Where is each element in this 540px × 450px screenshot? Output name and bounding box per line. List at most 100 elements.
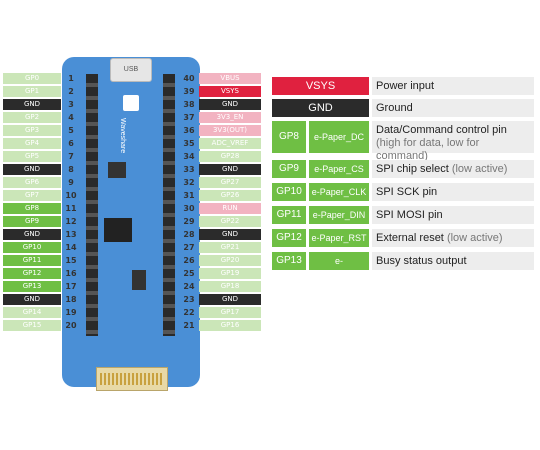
pin-number: 39	[183, 87, 195, 96]
legend-description: SPI SCK pin	[376, 186, 534, 199]
pin-label: GND	[199, 229, 261, 240]
pin-number: 29	[183, 217, 195, 226]
chip	[104, 218, 132, 242]
legend-signal: GND	[272, 99, 369, 117]
legend-description: Busy status output	[376, 255, 534, 268]
pin-label: GP12	[3, 268, 61, 279]
pin-number: 37	[183, 113, 195, 122]
legend-signal: VSYS	[272, 77, 369, 95]
pin-label: GP14	[3, 307, 61, 318]
legend-desc-bg	[372, 229, 534, 247]
pin-label: GP26	[199, 190, 261, 201]
legend-desc-main: Busy status output	[376, 255, 467, 267]
pin-number: 26	[183, 256, 195, 265]
legend-desc-main: Data/Command control pin	[376, 124, 507, 136]
pin-number: 14	[65, 243, 77, 252]
pin-number: 2	[68, 87, 74, 96]
legend-gpio: GP9	[272, 160, 306, 178]
pin-number: 30	[183, 204, 195, 213]
pin-number: 16	[65, 269, 77, 278]
pin-number: 25	[183, 269, 195, 278]
pin-label: 3V3_EN	[199, 112, 261, 123]
pin-number: 11	[65, 204, 77, 213]
legend-signal: e-Paper_CLK	[309, 183, 369, 201]
pin-label: GND	[199, 99, 261, 110]
pin-number: 7	[68, 152, 74, 161]
legend-desc-note: (low active)	[446, 232, 503, 244]
pin-label: GP19	[199, 268, 261, 279]
legend-gpio: GP10	[272, 183, 306, 201]
legend-description: SPI chip select (low active)	[376, 163, 534, 176]
pin-label: GP17	[199, 307, 261, 318]
pin-number: 27	[183, 243, 195, 252]
pin-number: 15	[65, 256, 77, 265]
pin-number: 12	[65, 217, 77, 226]
waveshare-logo-icon	[123, 95, 139, 111]
pin-number: 6	[68, 139, 74, 148]
pin-label: GP9	[3, 216, 61, 227]
pin-label: GP13	[3, 281, 61, 292]
fpc-pins	[100, 373, 162, 385]
legend-desc-note: (high for data, low for command)	[376, 137, 480, 162]
legend-signal: e-Paper_DC	[309, 121, 369, 153]
pin-label: VBUS	[199, 73, 261, 84]
pin-number: 28	[183, 230, 195, 239]
pin-label: GP20	[199, 255, 261, 266]
pin-label: GP6	[3, 177, 61, 188]
pin-number: 21	[183, 321, 195, 330]
legend-gpio: GP11	[272, 206, 306, 224]
pin-number: 22	[183, 308, 195, 317]
pin-label: VSYS	[199, 86, 261, 97]
pin-label: RUN	[199, 203, 261, 214]
pin-number: 20	[65, 321, 77, 330]
pin-label: GP11	[3, 255, 61, 266]
pin-number: 24	[183, 282, 195, 291]
pin-number: 31	[183, 191, 195, 200]
legend-gpio: GP12	[272, 229, 306, 247]
legend-desc-main: SPI SCK pin	[376, 186, 438, 198]
legend-description: SPI MOSI pin	[376, 209, 534, 222]
chip	[132, 270, 146, 290]
pin-label: ADC_VREF	[199, 138, 261, 149]
pin-number: 23	[183, 295, 195, 304]
pin-label: GND	[199, 164, 261, 175]
left-pin-header	[86, 74, 98, 336]
legend-desc-note: (low active)	[451, 163, 508, 175]
pin-label: GND	[3, 229, 61, 240]
legend-description: External reset (low active)	[376, 232, 534, 245]
pin-label: GP7	[3, 190, 61, 201]
legend-desc-bg	[372, 183, 534, 201]
pin-label: GND	[3, 164, 61, 175]
pin-number: 13	[65, 230, 77, 239]
legend-desc-main: SPI MOSI pin	[376, 209, 443, 221]
legend-gpio: GP13	[272, 252, 306, 270]
pin-label: GND	[3, 294, 61, 305]
legend-gpio: GP8	[272, 121, 306, 153]
pin-number: 3	[68, 100, 74, 109]
pin-number: 9	[68, 178, 74, 187]
pin-label: GP22	[199, 216, 261, 227]
pin-label: GND	[199, 294, 261, 305]
pin-label: GP0	[3, 73, 61, 84]
legend-desc-main: Ground	[376, 102, 413, 114]
legend-desc-main: Power input	[376, 80, 435, 92]
pin-number: 18	[65, 295, 77, 304]
legend-signal: e-Paper_CS	[309, 160, 369, 178]
legend-signal: e-Paper_BUSY	[309, 252, 369, 284]
pin-number: 4	[68, 113, 74, 122]
pin-label: 3V3(OUT)	[199, 125, 261, 136]
brand-text: Waveshare	[119, 118, 126, 154]
pin-label: GND	[3, 99, 61, 110]
legend-desc-bg	[372, 206, 534, 224]
pin-number: 19	[65, 308, 77, 317]
pin-label: GP21	[199, 242, 261, 253]
usb-port: USB	[110, 58, 152, 82]
pin-label: GP8	[3, 203, 61, 214]
legend-desc-bg	[372, 121, 534, 153]
pin-label: GP10	[3, 242, 61, 253]
pin-number: 36	[183, 126, 195, 135]
legend-desc-bg	[372, 77, 534, 95]
pin-number: 34	[183, 152, 195, 161]
pin-number: 10	[65, 191, 77, 200]
legend-description: Data/Command control pin(high for data, …	[376, 124, 534, 163]
